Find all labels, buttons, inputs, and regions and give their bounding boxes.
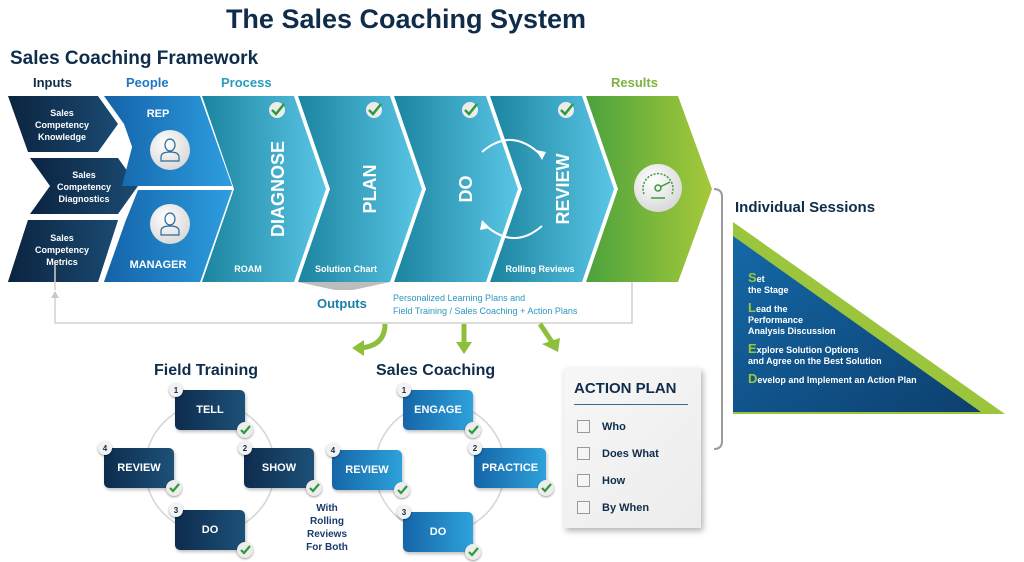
checkbox[interactable] bbox=[577, 474, 590, 487]
step-number: 3 bbox=[169, 503, 183, 517]
checkbox[interactable] bbox=[577, 420, 590, 433]
process-header: Process bbox=[221, 75, 272, 90]
check-icon bbox=[558, 102, 574, 118]
svg-text:Diagnostics: Diagnostics bbox=[58, 194, 109, 204]
check-icon bbox=[237, 422, 253, 438]
rep-avatar bbox=[150, 130, 190, 170]
action-plan-item[interactable]: By When bbox=[577, 501, 649, 514]
action-plan-item[interactable]: Does What bbox=[577, 447, 659, 460]
action-plan-card: ACTION PLAN Who Does What How By When bbox=[564, 368, 701, 528]
rolling-reviews-note: With Rolling Reviews For Both bbox=[306, 503, 348, 553]
process-diagnose: DIAGNOSE ROAM bbox=[202, 96, 326, 282]
svg-text:MANAGER: MANAGER bbox=[130, 259, 187, 271]
sc-step-review: 4 REVIEW bbox=[326, 443, 410, 498]
svg-text:REVIEW: REVIEW bbox=[553, 153, 573, 224]
check-icon bbox=[465, 544, 481, 560]
ft-step-tell: 1 TELL bbox=[169, 383, 253, 438]
input-line: Sales bbox=[50, 108, 74, 118]
process-do: DO bbox=[394, 96, 518, 282]
check-icon bbox=[538, 480, 554, 496]
sc-step-engage: 1 ENGAGE bbox=[397, 383, 481, 438]
action-plan-item[interactable]: How bbox=[577, 474, 625, 487]
step-number: 1 bbox=[397, 383, 411, 397]
people-header: People bbox=[126, 75, 169, 90]
outputs-description: Personalized Learning Plans and Field Tr… bbox=[393, 293, 578, 316]
check-icon bbox=[366, 102, 382, 118]
sled-step-explore: Explore Solution Options and Agree on th… bbox=[748, 341, 882, 366]
svg-text:DIAGNOSE: DIAGNOSE bbox=[268, 141, 288, 237]
svg-text:DO: DO bbox=[456, 176, 476, 203]
results-chevron bbox=[586, 96, 712, 282]
arrow-up-icon bbox=[51, 291, 59, 298]
sled-step-set: Set the Stage bbox=[748, 270, 789, 295]
svg-text:PLAN: PLAN bbox=[360, 165, 380, 214]
individual-sessions-title: Individual Sessions bbox=[735, 199, 876, 216]
svg-text:Rolling Reviews: Rolling Reviews bbox=[505, 264, 574, 274]
manager-avatar bbox=[150, 204, 190, 244]
people-manager: MANAGER bbox=[104, 190, 232, 282]
field-training-title: Field Training bbox=[154, 362, 259, 379]
step-number: 2 bbox=[468, 441, 482, 455]
action-plan-title: ACTION PLAN bbox=[574, 380, 677, 397]
action-plan-item[interactable]: Who bbox=[577, 420, 626, 433]
svg-text:Sales: Sales bbox=[72, 170, 96, 180]
step-number: 2 bbox=[238, 441, 252, 455]
people-rep: REP bbox=[104, 96, 232, 186]
svg-text:REP: REP bbox=[147, 108, 170, 120]
svg-text:ROAM: ROAM bbox=[234, 264, 262, 274]
diagonal-arrow-icon bbox=[537, 322, 555, 344]
speedometer-icon bbox=[642, 172, 674, 199]
check-icon bbox=[462, 102, 478, 118]
input-line: Knowledge bbox=[38, 132, 86, 142]
check-icon bbox=[394, 482, 410, 498]
output-arrows bbox=[352, 322, 560, 356]
step-number: 4 bbox=[326, 443, 340, 457]
check-icon bbox=[237, 542, 253, 558]
sales-coaching-title: Sales Coaching bbox=[376, 362, 496, 379]
check-icon bbox=[166, 480, 182, 496]
ft-step-show: 2 SHOW bbox=[238, 441, 322, 496]
check-icon bbox=[269, 102, 285, 118]
inputs-header: Inputs bbox=[33, 75, 72, 90]
step-number: 1 bbox=[169, 383, 183, 397]
sc-step-do: 3 DO bbox=[397, 505, 481, 560]
input-block-diagnostics: Sales Competency Diagnostics bbox=[30, 158, 138, 214]
step-number: 3 bbox=[397, 505, 411, 519]
bracket bbox=[713, 188, 723, 450]
cycle-arrows-icon bbox=[480, 138, 546, 240]
results-header: Results bbox=[611, 75, 658, 90]
person-icon bbox=[160, 138, 180, 162]
sled-step-lead: Lead the Performance Analysis Discussion bbox=[748, 300, 836, 336]
checkbox[interactable] bbox=[577, 447, 590, 460]
sled-triangle bbox=[733, 222, 1005, 414]
input-block-metrics: Sales Competency Metrics bbox=[8, 220, 118, 282]
svg-text:Solution Chart: Solution Chart bbox=[315, 264, 377, 274]
person-icon bbox=[160, 212, 180, 236]
input-block-knowledge: Sales Competency Knowledge bbox=[8, 96, 118, 152]
checkbox[interactable] bbox=[577, 501, 590, 514]
ft-step-review: 4 REVIEW bbox=[98, 441, 182, 496]
sled-steps: Set the Stage Lead the Performance Analy… bbox=[748, 270, 917, 392]
svg-text:Sales: Sales bbox=[50, 233, 74, 243]
sc-step-practice: 2 PRACTICE bbox=[468, 441, 554, 496]
framework-diagram: Sales Competency Knowledge Sales Compete… bbox=[8, 96, 712, 290]
ft-step-do: 3 DO bbox=[169, 503, 253, 558]
check-icon bbox=[306, 480, 322, 496]
divider bbox=[574, 404, 688, 405]
check-icon bbox=[465, 422, 481, 438]
framework-title: Sales Coaching Framework bbox=[10, 48, 259, 69]
page-title: The Sales Coaching System bbox=[225, 4, 587, 34]
svg-text:Metrics: Metrics bbox=[46, 257, 78, 267]
step-number: 4 bbox=[98, 441, 112, 455]
process-plan: PLAN Solution Chart bbox=[298, 96, 422, 290]
svg-text:Competency: Competency bbox=[57, 182, 111, 192]
svg-text:Competency: Competency bbox=[35, 245, 89, 255]
input-line: Competency bbox=[35, 120, 89, 130]
sled-step-develop: Develop and Implement an Action Plan bbox=[748, 371, 917, 386]
outputs-label: Outputs bbox=[317, 296, 367, 311]
outputs-frame bbox=[51, 282, 633, 324]
